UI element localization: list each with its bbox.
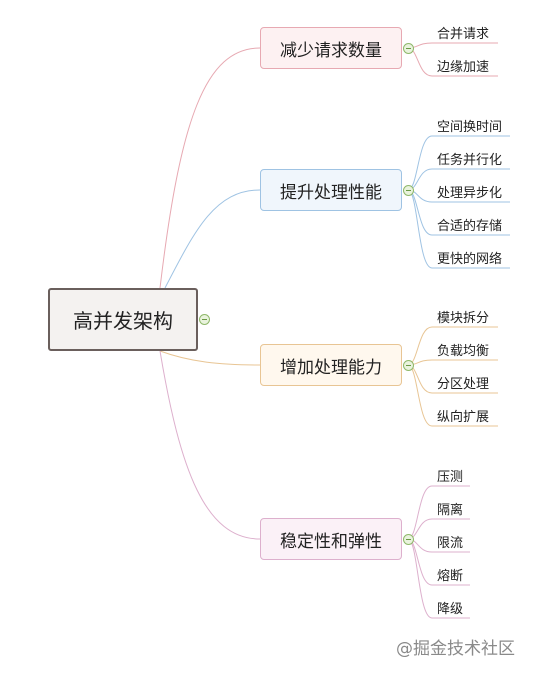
- branch-node-increase-capacity[interactable]: 增加处理能力: [260, 344, 402, 386]
- leaf-node[interactable]: 分区处理: [437, 377, 490, 392]
- root-node-label: 高并发架构: [73, 309, 173, 333]
- collapse-toggle-icon[interactable]: [403, 360, 414, 371]
- leaf-node[interactable]: 合适的存储: [437, 219, 503, 234]
- leaf-node[interactable]: 更快的网络: [437, 252, 503, 267]
- leaf-node[interactable]: 模块拆分: [437, 311, 490, 326]
- branch-label: 增加处理能力: [280, 357, 382, 378]
- leaf-node[interactable]: 降级: [437, 602, 464, 617]
- leaf-node[interactable]: 负载均衡: [437, 344, 490, 359]
- watermark: @掘金技术社区: [396, 639, 515, 659]
- branch-node-reduce-requests[interactable]: 减少请求数量: [260, 27, 402, 69]
- connector-root-branch-1: [159, 47, 261, 289]
- collapse-toggle-icon[interactable]: [403, 534, 414, 545]
- leaf-node[interactable]: 边缘加速: [437, 60, 490, 75]
- leaf-node[interactable]: 纵向扩展: [437, 410, 490, 425]
- collapse-toggle-icon[interactable]: [199, 314, 210, 325]
- leaf-node[interactable]: 熔断: [437, 569, 464, 584]
- connector-leaf-3-2: [407, 359, 498, 366]
- leaf-node[interactable]: 处理异步化: [437, 186, 503, 201]
- branch-node-stability-elasticity[interactable]: 稳定性和弹性: [260, 518, 402, 560]
- collapse-toggle-icon[interactable]: [403, 185, 414, 196]
- branch-label: 稳定性和弹性: [280, 531, 382, 552]
- collapse-toggle-icon[interactable]: [403, 43, 414, 54]
- leaf-node[interactable]: 压测: [437, 470, 464, 485]
- connector-root-branch-3: [159, 350, 261, 366]
- connector-root-branch-4: [159, 350, 261, 540]
- leaf-node[interactable]: 任务并行化: [437, 153, 503, 168]
- root-node[interactable]: 高并发架构: [48, 288, 198, 351]
- leaf-node[interactable]: 合并请求: [437, 27, 490, 42]
- branch-node-improve-performance[interactable]: 提升处理性能: [260, 169, 402, 211]
- branch-label: 减少请求数量: [280, 40, 382, 61]
- leaf-node[interactable]: 空间换时间: [437, 120, 503, 135]
- connector-leaf-1-1: [407, 42, 498, 49]
- leaf-node[interactable]: 限流: [437, 536, 464, 551]
- leaf-node[interactable]: 隔离: [437, 503, 464, 518]
- branch-label: 提升处理性能: [280, 182, 382, 203]
- connector-root-branch-2: [164, 189, 261, 289]
